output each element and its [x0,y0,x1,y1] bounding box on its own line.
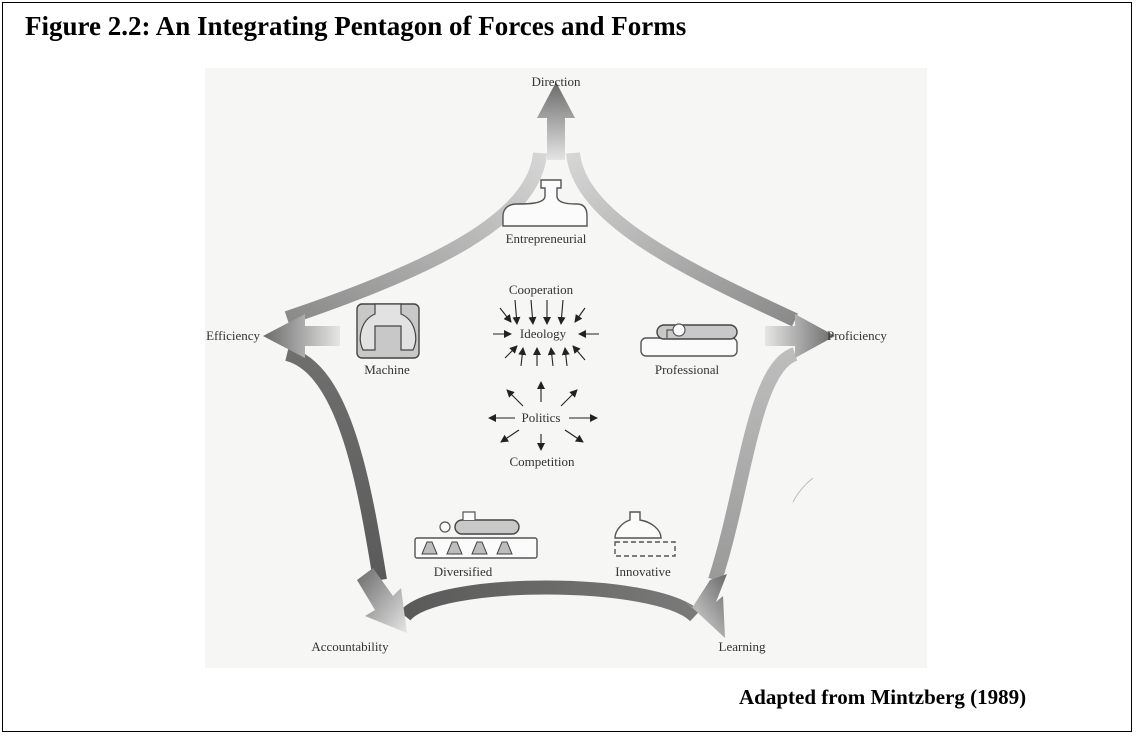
pentagon-diagram: Direction Efficiency Proficiency Account… [205,68,927,668]
figure-credit: Adapted from Mintzberg (1989) [739,685,1027,709]
edge-direction-proficiency [566,151,798,327]
learning-arrow [684,574,727,638]
label-ideology: Ideology [520,326,567,341]
figure-title: Figure 2.2: An Integrating Pentagon of F… [25,11,687,41]
accountability-arrow [357,568,407,633]
label-politics: Politics [521,410,560,425]
ideology-converging-arrows [493,299,599,367]
edge-accountability-learning [399,580,700,622]
label-learning: Learning [719,639,766,654]
diversified-form-icon [414,511,538,559]
label-efficiency: Efficiency [206,328,260,343]
label-proficiency: Proficiency [827,328,887,343]
edge-efficiency-accountability [284,347,387,582]
direction-arrow [537,82,575,160]
label-diversified: Diversified [434,564,493,579]
proficiency-arrow [765,314,835,358]
pentagon-svg: Direction Efficiency Proficiency Account… [206,74,887,654]
label-cooperation: Cooperation [509,282,574,297]
entrepreneurial-form-icon [502,179,588,227]
professional-form-icon [640,323,738,357]
efficiency-arrow [263,314,340,358]
edge-proficiency-learning [708,347,799,583]
label-machine: Machine [364,362,410,377]
label-direction: Direction [531,74,581,89]
label-entrepreneurial: Entrepreneurial [506,231,587,246]
innovative-form-icon [614,511,676,557]
label-competition: Competition [510,454,576,469]
scan-mark [792,477,814,503]
label-accountability: Accountability [311,639,389,654]
edge-direction-efficiency [284,152,547,325]
politics-diverging-arrows [488,381,598,451]
machine-form-icon [356,303,420,359]
label-innovative: Innovative [615,564,671,579]
label-professional: Professional [655,362,720,377]
